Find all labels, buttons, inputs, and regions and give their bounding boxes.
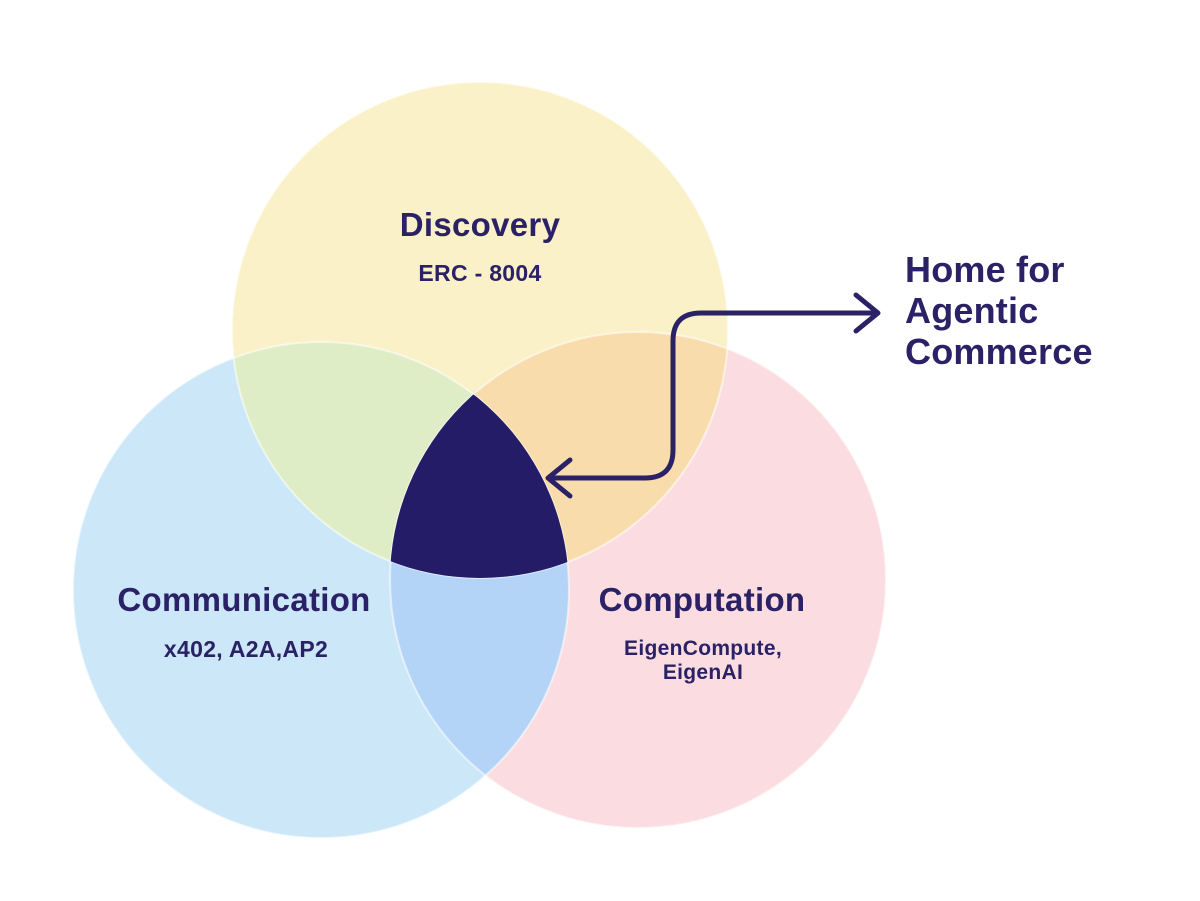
discovery-label: Discovery bbox=[399, 206, 561, 243]
communication-sublabel: x402, A2A,AP2 bbox=[163, 636, 329, 662]
arrowhead-left-icon bbox=[545, 457, 573, 499]
home-for-agentic-commerce-label: Home for Agentic Commerce bbox=[905, 249, 1093, 372]
triple-intersection bbox=[390, 342, 569, 578]
computation-sublabel: EigenCompute, EigenAI bbox=[624, 637, 782, 685]
discovery-sublabel: ERC - 8004 bbox=[418, 260, 542, 286]
connector-arrow bbox=[548, 310, 877, 481]
arrowhead-right-icon bbox=[853, 292, 881, 334]
communication-circle-edge bbox=[72, 341, 570, 839]
communication-label: Communication bbox=[117, 581, 371, 618]
computation-circle-edge bbox=[389, 331, 887, 829]
computation-label: Computation bbox=[598, 581, 806, 618]
